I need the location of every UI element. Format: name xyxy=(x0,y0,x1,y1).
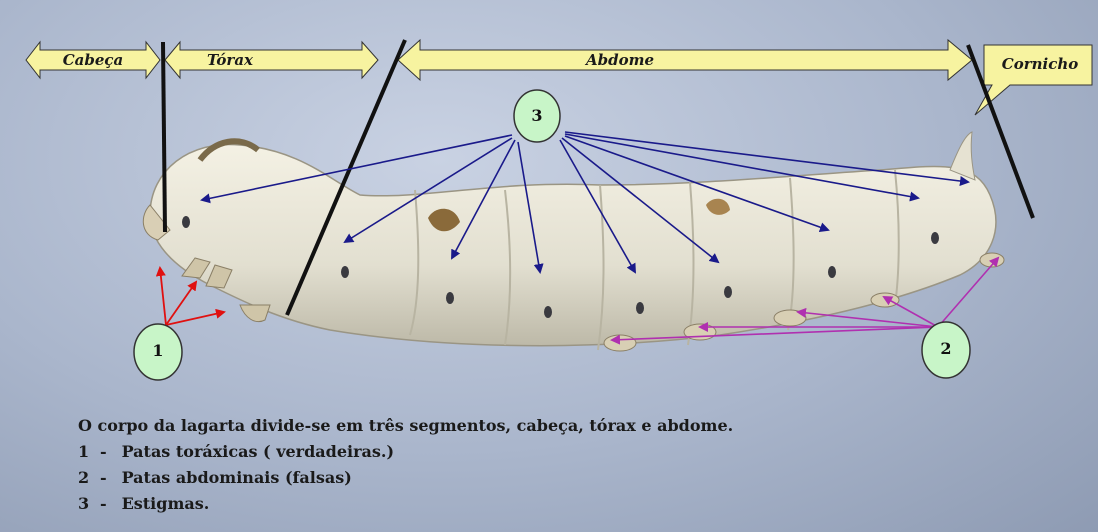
marker-2-label: 2 xyxy=(926,339,966,358)
marker-3-label: 3 xyxy=(517,106,557,125)
legend-item: 1- Patas toráxicas ( verdadeiras.) xyxy=(78,439,978,465)
legend-item-text: Patas abdominais (falsas) xyxy=(122,468,352,487)
horn-label: Cornicho xyxy=(990,52,1090,76)
marker-1-label: 1 xyxy=(138,341,178,360)
legend-item: 2- Patas abdominais (falsas) xyxy=(78,465,978,491)
legend-item-number: 2 xyxy=(78,465,100,491)
legend-item: 3- Estigmas. xyxy=(78,491,978,517)
legend-item-number: 1 xyxy=(78,439,100,465)
legend-intro: O corpo da lagarta divide-se em três seg… xyxy=(78,413,978,439)
head-label: Cabeça xyxy=(40,48,146,72)
thorax-label: Tórax xyxy=(180,48,280,72)
abdomen-label: Abdome xyxy=(560,48,680,72)
legend-item-number: 3 xyxy=(78,491,100,517)
legend-item-text: Patas toráxicas ( verdadeiras.) xyxy=(122,442,394,461)
legend: O corpo da lagarta divide-se em três seg… xyxy=(78,413,978,517)
head-thorax-divider xyxy=(163,42,165,232)
legend-item-text: Estigmas. xyxy=(122,494,210,513)
abdomen-arrow-shape xyxy=(398,40,972,80)
